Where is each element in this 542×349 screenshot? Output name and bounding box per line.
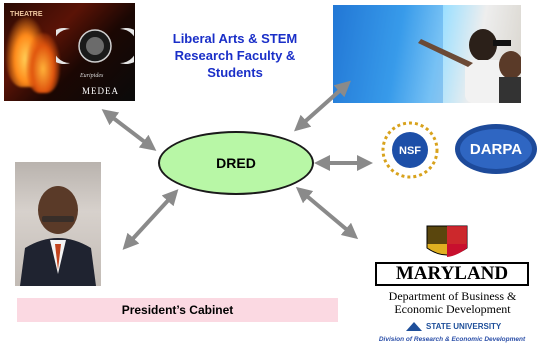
caption-line-3: Students xyxy=(207,65,263,80)
president-portrait xyxy=(15,162,101,286)
darpa-text: DARPA xyxy=(470,141,522,158)
arrow-dred-maryland xyxy=(295,186,359,240)
arrow-dred-research xyxy=(294,80,351,132)
nsf-text: NSF xyxy=(399,145,421,157)
theatre-text: THEATRE xyxy=(10,11,43,18)
maryland-flag-icon xyxy=(426,225,468,257)
medea-theatre-image: THEATRE Euripides MEDEA xyxy=(4,3,135,101)
liberal-arts-stem-caption: Liberal Arts & STEM Research Faculty & S… xyxy=(150,30,320,81)
cabinet-text: President’s Cabinet xyxy=(121,303,234,317)
arrow-dred-portrait xyxy=(122,189,179,250)
state-university-label: STATE UNIVERSITY xyxy=(426,322,502,331)
research-photo xyxy=(333,5,521,103)
nsf-logo: NSF xyxy=(381,121,439,179)
medea-title: MEDEA xyxy=(82,86,119,96)
maryland-wordmark: MARYLAND xyxy=(375,262,529,286)
dred-ellipse: DRED xyxy=(158,131,314,195)
moon-symbol-icon xyxy=(56,28,134,64)
author-text: Euripides xyxy=(80,73,104,79)
caption-line-2: Research Faculty & xyxy=(174,48,296,63)
person-illustration xyxy=(20,186,96,286)
presidents-cabinet-label: President’s Cabinet xyxy=(17,298,338,322)
caption-line-1: Liberal Arts & STEM xyxy=(172,31,298,46)
dred-label: DRED xyxy=(216,155,256,171)
department-line-1: Department of Business & xyxy=(388,289,517,303)
state-university-icon xyxy=(406,322,422,331)
arrow-medea-dred xyxy=(101,109,157,151)
darpa-logo: DARPA xyxy=(455,124,537,174)
department-line-2: Economic Development xyxy=(394,302,511,316)
division-research-label: Division of Research & Economic Developm… xyxy=(378,336,526,343)
researchers-illustration xyxy=(333,5,521,103)
